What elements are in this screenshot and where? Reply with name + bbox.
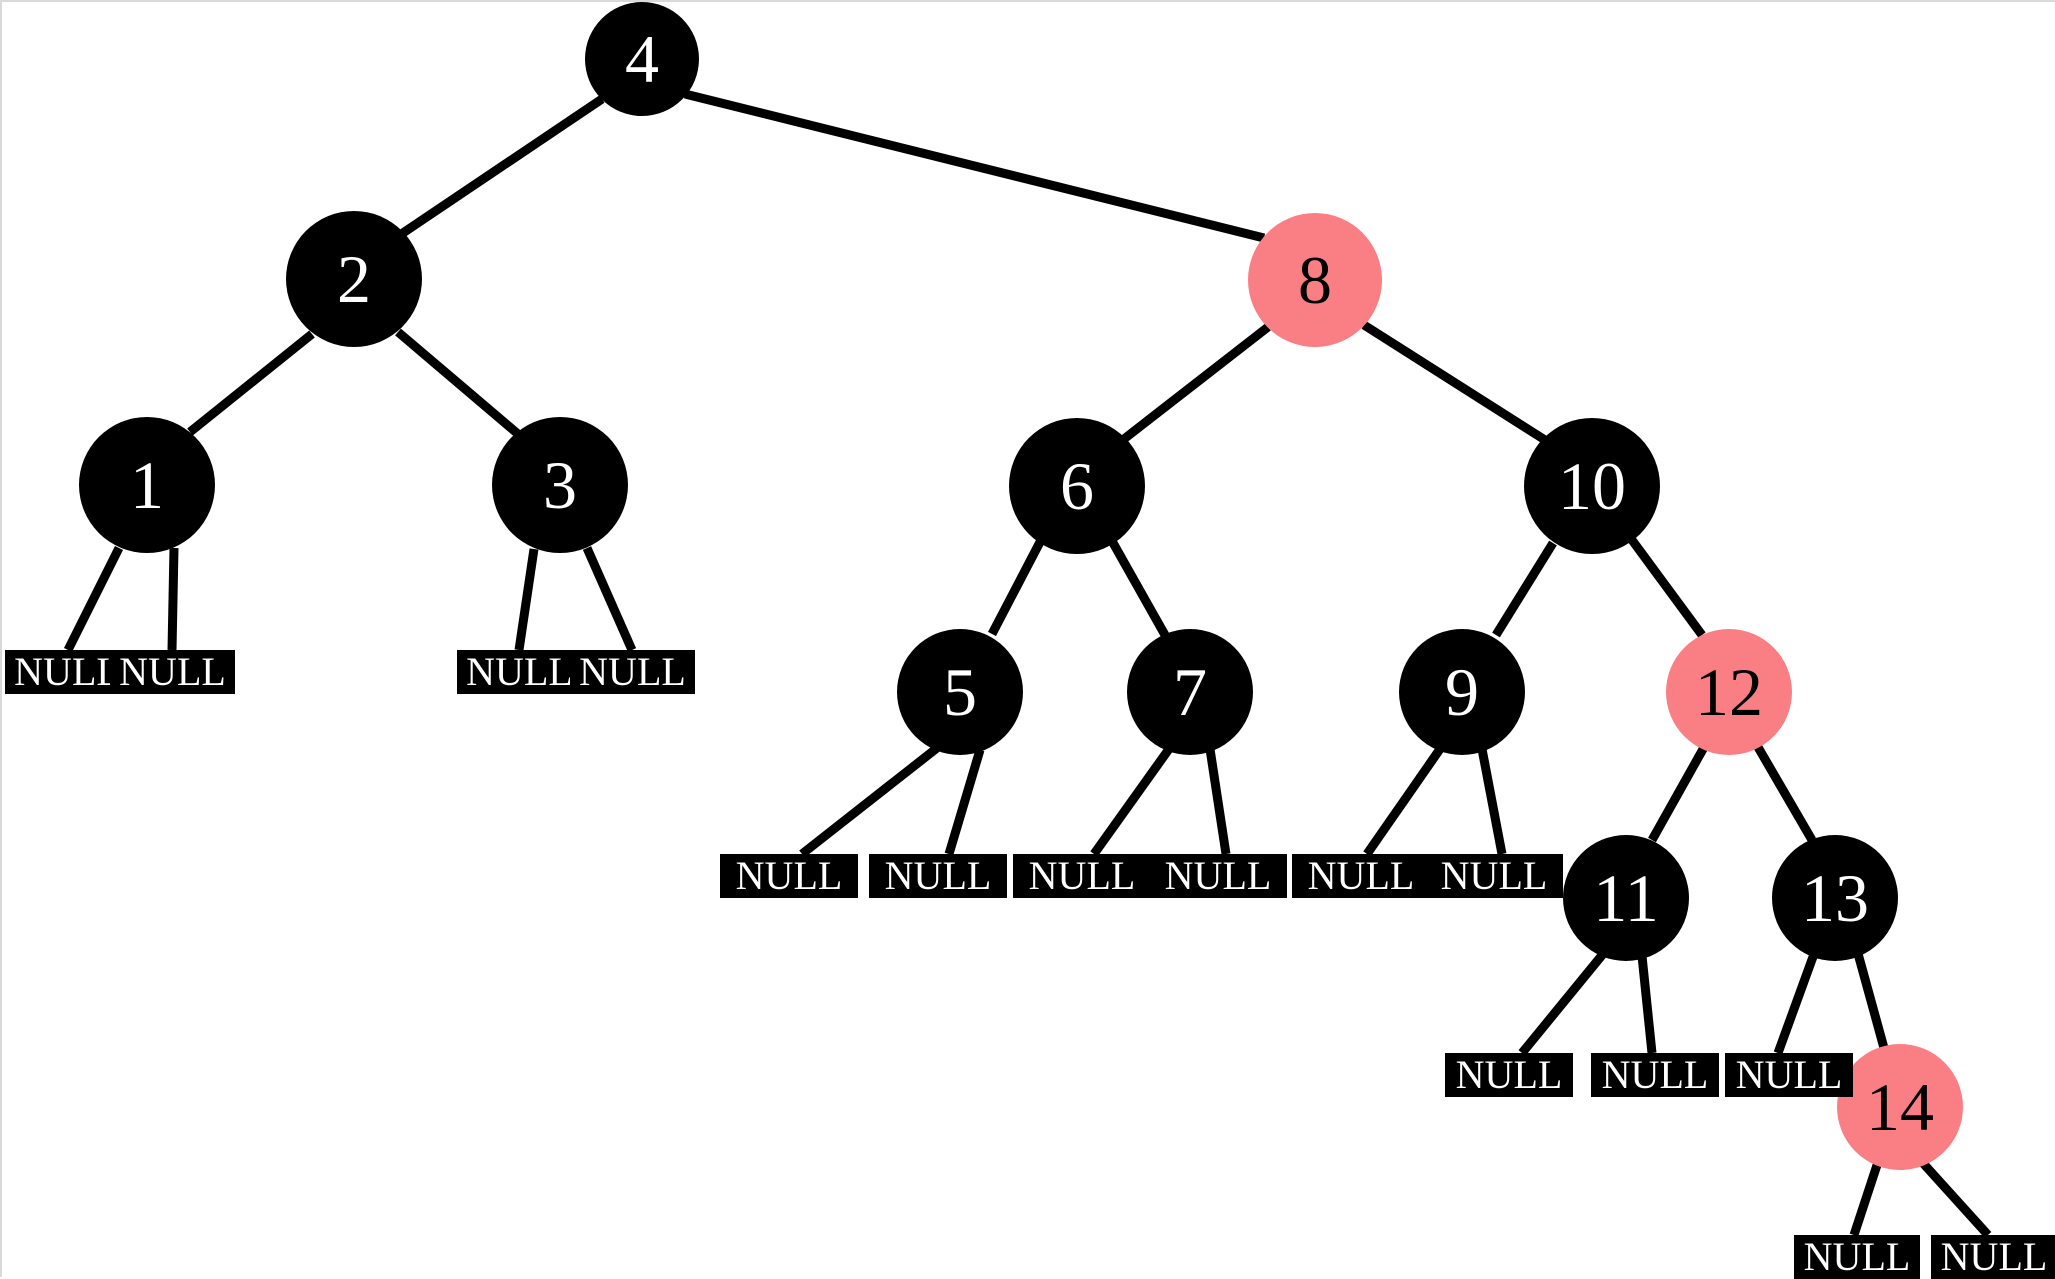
tree-node-9[interactable]: 9 (1399, 629, 1525, 755)
null-leaf: NULL (1425, 854, 1563, 898)
null-leaf: NULL (110, 650, 235, 694)
tree-node-label: 13 (1801, 860, 1869, 936)
tree-edge (187, 330, 315, 436)
tree-node-14[interactable]: 14 (1837, 1044, 1963, 1170)
null-leaf: NULL (457, 650, 582, 694)
null-leaf: NULL (720, 854, 858, 898)
tree-node-3[interactable]: 3 (492, 417, 628, 553)
tree-edge (1108, 538, 1169, 638)
tree-node-label: 3 (543, 447, 577, 523)
tree-edge (167, 547, 179, 651)
tree-edge (1205, 748, 1231, 855)
null-leaf: NULL (1292, 854, 1430, 898)
tree-edge (1637, 955, 1657, 1054)
tree-edge (1918, 1158, 1992, 1239)
tree-edge (1849, 1160, 1883, 1237)
tree-node-label: 12 (1695, 654, 1763, 730)
tree-node-label: 1 (130, 447, 164, 523)
null-leaf: NULL (5, 650, 130, 694)
tree-edge (1477, 748, 1507, 855)
tree-edge (1492, 540, 1557, 638)
tree-node-label: 10 (1558, 448, 1626, 524)
tree-node-label: 4 (625, 21, 659, 97)
tree-edge (395, 328, 521, 438)
null-leaf: NULL (1931, 1235, 2055, 1279)
tree-edge (1518, 951, 1607, 1056)
tree-node-label: 11 (1593, 860, 1659, 936)
tree-node-7[interactable]: 7 (1127, 629, 1253, 755)
null-leaf: NULL (1591, 1053, 1719, 1097)
tree-edge (1628, 537, 1706, 638)
tree-node-label: 2 (337, 241, 371, 317)
tree-node-label: 7 (1173, 654, 1207, 730)
tree-node-2[interactable]: 2 (286, 211, 422, 347)
tree-node-4[interactable]: 4 (585, 2, 699, 116)
tree-node-8[interactable]: 8 (1248, 213, 1382, 347)
tree-node-1[interactable]: 1 (79, 417, 215, 553)
tree-edge (582, 546, 637, 652)
tree-edge (1773, 952, 1819, 1055)
tree-node-label: 14 (1866, 1069, 1934, 1145)
tree-edge (944, 748, 985, 856)
tree-node-10[interactable]: 10 (1524, 418, 1660, 554)
tree-node-label: 9 (1445, 654, 1479, 730)
tree-edge (1361, 321, 1548, 444)
tree-node-label: 8 (1298, 242, 1332, 318)
null-leaf: NULL (1149, 854, 1287, 898)
null-leaf: NULL (1445, 1053, 1573, 1097)
null-leaf: NULL (1725, 1053, 1853, 1097)
tree-node-13[interactable]: 13 (1772, 835, 1898, 961)
tree-node-12[interactable]: 12 (1666, 629, 1792, 755)
tree-edge (391, 95, 605, 243)
tree-node-6[interactable]: 6 (1009, 418, 1145, 554)
tree-node-label: 5 (943, 654, 977, 730)
tree-node-11[interactable]: 11 (1563, 835, 1689, 961)
tree-edge (514, 548, 539, 651)
tree-edge (1751, 739, 1816, 843)
null-leaf: NULL (570, 650, 695, 694)
tree-edge (63, 545, 124, 653)
tree-edge (1363, 746, 1444, 857)
tree-edge (799, 744, 940, 858)
null-leaf: NULL (869, 854, 1007, 898)
tree-edge (683, 89, 1266, 243)
tree-edge (1090, 746, 1173, 857)
null-leaf: NULL (1794, 1235, 1920, 1279)
tree-edge (1648, 739, 1711, 843)
null-leaf: NULL (1013, 854, 1151, 898)
tree-node-5[interactable]: 5 (897, 629, 1023, 755)
tree-edge (988, 539, 1044, 637)
tree-edge (1852, 948, 1889, 1050)
tree-edge (1121, 323, 1271, 443)
tree-node-label: 6 (1060, 448, 1094, 524)
